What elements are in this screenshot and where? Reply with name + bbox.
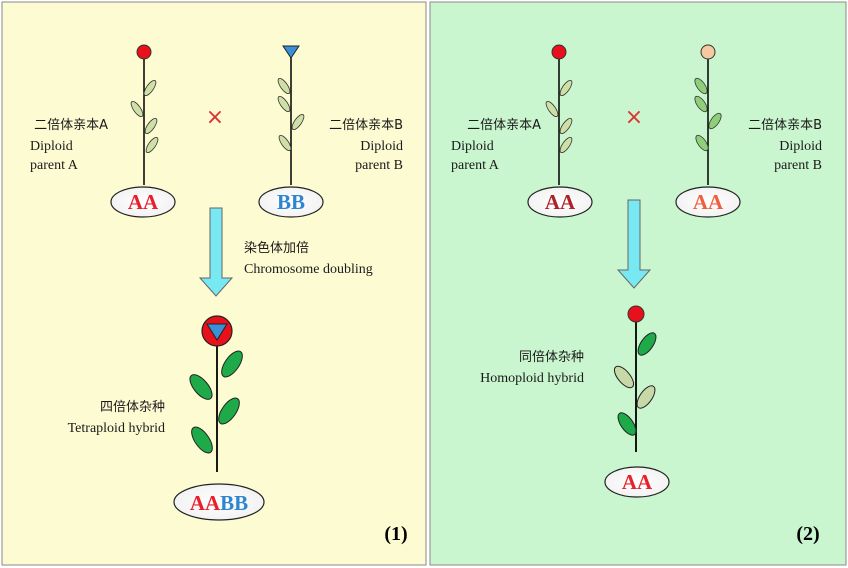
genome-oval-parent-b [258, 186, 324, 218]
down-arrow-icon [616, 199, 652, 289]
genome-oval-p2-parent-a [527, 186, 593, 218]
red-flower-icon [627, 305, 645, 323]
parent-b-cn-label: 二倍体亲本B [329, 118, 403, 133]
leaf [145, 136, 159, 154]
parent-b-en-label-2: parent B [355, 158, 403, 173]
leaf [189, 374, 213, 400]
process-en-label: Chromosome doubling [244, 262, 373, 277]
p2-parent-a-en-label-2: parent A [451, 158, 500, 173]
parent-a-plant [130, 44, 159, 185]
red-flower-icon [136, 44, 152, 60]
leaf [191, 426, 213, 454]
p2-parent-a-cn-label: 二倍体亲本A [467, 118, 541, 133]
leaf [617, 412, 637, 436]
p2-parent-b-cn-label: 二倍体亲本B [748, 118, 822, 133]
homoploid-hybrid-plant [613, 305, 657, 452]
parent-b-plant [277, 45, 305, 185]
leaf [613, 365, 635, 389]
genome-tetraploid: AABB [190, 491, 248, 515]
p2-parent-b-en-label-2: parent B [774, 158, 822, 173]
leaf [559, 117, 573, 135]
blue-triangle-flower-icon [206, 323, 228, 341]
genome-p2-parent-a: AA [545, 190, 576, 214]
homoploid-en-label: Homoploid hybrid [480, 371, 584, 386]
genome-tetraploid-a: AA [190, 491, 221, 515]
tetraploid-cn-label: 四倍体杂种 [100, 400, 165, 415]
leaf [130, 100, 144, 118]
genome-oval-homoploid [604, 466, 670, 498]
panel-1-number: (1) [384, 523, 407, 545]
leaf [694, 95, 708, 113]
parent-a-plant-2 [545, 44, 573, 185]
leaf [559, 136, 573, 154]
leaf [278, 134, 292, 152]
leaf [291, 113, 305, 131]
leaf [277, 95, 291, 113]
down-arrow-icon [198, 207, 234, 297]
process-cn-label: 染色体加倍 [244, 240, 309, 256]
p2-parent-b-en-label-1: Diploid [779, 139, 822, 154]
cross-symbol-2: × [625, 105, 643, 130]
leaf [144, 117, 158, 135]
cross-symbol: × [206, 105, 224, 130]
genome-oval-tetraploid [173, 483, 265, 521]
leaf [636, 385, 656, 409]
genome-parent-a: AA [128, 190, 159, 214]
panel-1: 二倍体亲本A Diploid parent A AA × 二倍体亲本B Dipl… [1, 1, 427, 566]
parent-b-en-label-1: Diploid [360, 139, 403, 154]
parent-a-en-label-1: Diploid [30, 139, 73, 154]
p2-parent-a-en-label-1: Diploid [451, 139, 494, 154]
tetraploid-en-label: Tetraploid hybrid [68, 421, 165, 436]
parent-a-cn-label: 二倍体亲本A [34, 118, 108, 133]
genome-oval-p2-parent-b [675, 186, 741, 218]
leaf [277, 77, 291, 95]
genome-oval-parent-a [110, 186, 176, 218]
leaf [218, 397, 240, 425]
panel-2: 二倍体亲本A Diploid parent A AA × 二倍体亲本B Dipl… [429, 1, 847, 566]
blue-triangle-flower-icon [282, 45, 300, 59]
peach-flower-icon [700, 44, 716, 60]
leaf [637, 332, 657, 356]
genome-p2-parent-b: AA [693, 190, 724, 214]
parent-b-plant-2 [694, 44, 722, 185]
leaf [708, 112, 722, 130]
genome-homoploid: AA [622, 470, 653, 494]
panel-2-number: (2) [796, 523, 819, 545]
red-flower-icon [551, 44, 567, 60]
genome-tetraploid-b: BB [220, 491, 248, 515]
leaf [695, 134, 709, 152]
parent-a-en-label-2: parent A [30, 158, 79, 173]
leaf [694, 77, 708, 95]
homoploid-cn-label: 同倍体杂种 [519, 350, 584, 365]
leaf [143, 79, 157, 97]
leaf [545, 100, 559, 118]
tetraploid-hybrid-plant [189, 315, 243, 472]
genome-parent-b: BB [277, 190, 305, 214]
leaf [559, 79, 573, 97]
leaf [221, 350, 243, 378]
